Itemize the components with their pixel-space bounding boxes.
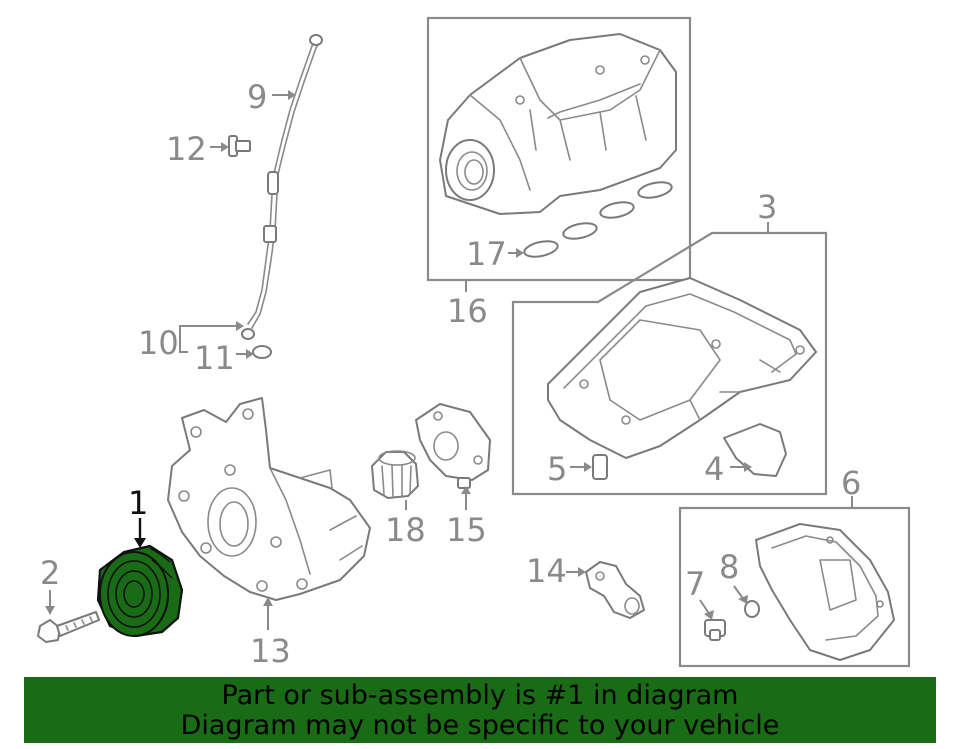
upper-oil-pan <box>547 277 817 459</box>
callout-16: 16 <box>447 292 488 330</box>
oil-pan-gasket-plate <box>723 423 787 477</box>
callout-8: 8 <box>719 548 739 586</box>
callout-3: 3 <box>757 188 777 226</box>
crankshaft-pulley-highlighted <box>96 544 184 638</box>
intake-manifold <box>439 33 677 215</box>
dipstick <box>271 34 323 184</box>
callout-13: 13 <box>250 632 291 670</box>
oil-filter-adapter <box>415 403 491 489</box>
notice-line-part-number: Part or sub-assembly is #1 in diagram <box>221 680 739 711</box>
callout-6: 6 <box>841 464 861 502</box>
callout-15: 15 <box>446 511 487 549</box>
water-outlet <box>585 561 645 619</box>
dipstick-tube-o-ring <box>252 345 272 359</box>
notice-line-disclaimer: Diagram may not be specific to your vehi… <box>180 710 780 741</box>
callout-18: 18 <box>385 511 426 549</box>
oil-pan-lower-group-box <box>678 506 911 668</box>
callout-2: 2 <box>40 554 60 592</box>
oil-pump-front-cover <box>167 397 371 601</box>
callout-5: 5 <box>547 450 567 488</box>
intake-manifold-gaskets <box>523 181 673 258</box>
oil-filter <box>371 450 419 499</box>
oil-pan-dowel <box>592 454 608 480</box>
callout-14: 14 <box>526 552 567 590</box>
pulley-bolt <box>37 611 100 643</box>
lower-oil-pan <box>755 523 895 661</box>
leader-lines <box>45 90 853 630</box>
dipstick-bolt <box>228 135 251 157</box>
callout-7: 7 <box>685 565 705 603</box>
dipstick-tube <box>241 171 279 340</box>
drain-plug-washer <box>744 600 760 618</box>
callout-1: 1 <box>128 484 148 522</box>
callout-10: 10 <box>138 324 179 362</box>
oil-pan-upper-group-box <box>511 231 828 496</box>
notice-banner: Part or sub-assembly is #1 in diagram Di… <box>24 677 936 743</box>
callout-17: 17 <box>466 235 507 273</box>
callout-11: 11 <box>194 339 235 377</box>
callout-4: 4 <box>704 450 724 488</box>
intake-manifold-group-box <box>426 16 692 282</box>
callout-9: 9 <box>247 78 267 116</box>
callout-12: 12 <box>166 130 207 168</box>
drain-plug <box>704 619 726 641</box>
